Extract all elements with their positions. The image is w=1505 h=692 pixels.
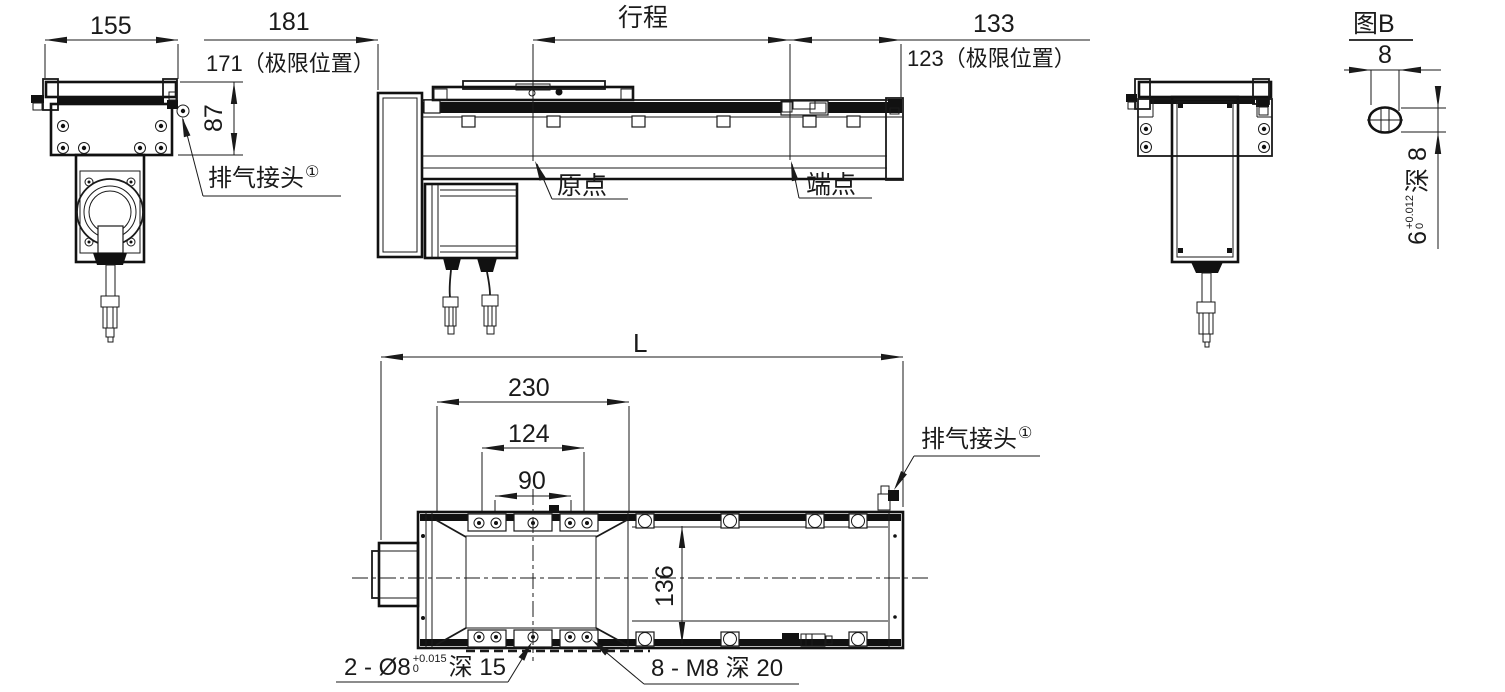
motor-left-view [74, 153, 146, 343]
exhaust-joint-text-plan: 排气接头 [921, 426, 1017, 453]
plan-view [352, 485, 928, 661]
limit-position-left-label: 171（极限位置） [206, 51, 375, 76]
motor-cables [442, 258, 499, 335]
exhaust-fitting-plan-view [877, 485, 899, 511]
detail-b-title: 图B [1353, 10, 1395, 38]
exhaust-joint-label-front: 排气接头① [208, 164, 320, 192]
origin-label: 原点 [557, 172, 608, 200]
left-end-view [31, 78, 190, 343]
side-view [376, 80, 904, 335]
connector-block-plan [782, 633, 833, 647]
exhaust-joint-text: 排气接头 [208, 165, 304, 192]
endpoint-label: 端点 [806, 171, 857, 199]
slot-width-value: 6 [1404, 230, 1432, 245]
slot-depth-value: 深 8 [1404, 147, 1432, 193]
dimensions [44, 36, 1090, 685]
detail-b-view [1344, 39, 1446, 249]
left-view-screws [57, 120, 167, 154]
dim-124-label: 124 [508, 420, 550, 448]
rail-tabs [461, 115, 861, 128]
exhaust-fitting-left-view [167, 91, 190, 118]
thread-hole-note: 8 - M8 深 20 [651, 655, 784, 682]
motor-side-view [423, 182, 519, 260]
dim-87-label: 87 [199, 104, 228, 133]
rail-mounting-holes [635, 513, 868, 647]
dowel-tolerance-lower: 0 [412, 663, 419, 675]
dowel-note-prefix: 2 - Ø8 [344, 654, 411, 681]
exhaust-joint-label-plan: 排气接头① [921, 425, 1033, 453]
dim-181-label: 181 [268, 8, 310, 36]
right-end-view [1126, 78, 1273, 348]
stroke-label: 行程 [618, 4, 669, 32]
dowel-note-depth: 深 15 [448, 654, 507, 681]
dim-230-label: 230 [508, 374, 550, 402]
detail-b-dim-8-label: 8 [1378, 41, 1392, 69]
dim-155-label: 155 [90, 12, 132, 40]
dim-L-label: L [633, 328, 648, 358]
exhaust-joint-footnote-mark-plan: ① [1018, 425, 1033, 442]
dim-136-label: 136 [650, 565, 679, 607]
dim-133-label: 133 [973, 10, 1015, 38]
slot-tolerance-lower: 0 [1414, 222, 1426, 229]
limit-position-right-label: 123（极限位置） [907, 46, 1076, 71]
carriage-plan-view [435, 505, 650, 653]
dim-90-label: 90 [518, 467, 546, 495]
exhaust-joint-footnote-mark: ① [305, 164, 320, 181]
dowel-tolerance-upper: +0.015 [412, 653, 447, 665]
